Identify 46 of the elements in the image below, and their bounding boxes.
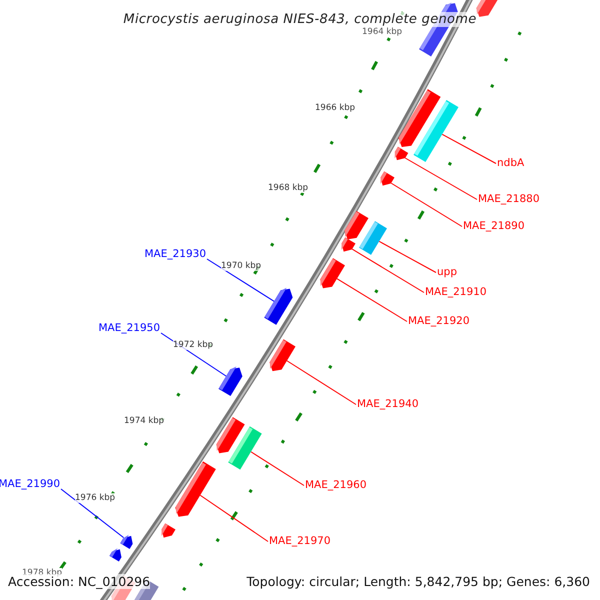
gene-feature — [109, 548, 122, 562]
gene-label: MAE_21890 — [463, 220, 525, 233]
gene-label: MAE_21880 — [478, 193, 540, 206]
position-label: 1974 kbp — [124, 416, 164, 426]
leader-line — [352, 248, 424, 293]
leader-line — [200, 494, 268, 542]
gene-feature — [270, 339, 296, 372]
leader-line — [286, 360, 356, 405]
position-label: 1976 kbp — [75, 493, 116, 503]
position-label: 1966 kbp — [315, 103, 356, 113]
gene-feature — [161, 523, 176, 538]
gene-feature — [414, 100, 458, 162]
gene-feature — [359, 221, 387, 255]
gene-feature — [175, 461, 216, 517]
genome-info-text: Topology: circular; Length: 5,842,795 bp; Genes: 6,360 — [246, 574, 590, 589]
position-label: 1968 kbp — [268, 183, 308, 193]
gene-feature — [380, 171, 394, 186]
gene-feature — [120, 534, 133, 549]
gene-feature — [320, 258, 345, 288]
leader-line — [206, 258, 275, 302]
gene-label: MAE_21970 — [269, 535, 331, 548]
gene-label: MAE_21930 — [144, 248, 206, 261]
position-label: 1964 kbp — [362, 27, 402, 37]
position-label: 1972 kbp — [173, 340, 214, 350]
title: Microcystis aeruginosa NIES-843, complete genome — [123, 12, 477, 27]
gene-feature — [394, 146, 408, 160]
gene-label: ndbA — [497, 157, 524, 170]
gene-feature — [264, 288, 293, 325]
leader-line — [60, 488, 124, 538]
gene-label: MAE_21960 — [305, 479, 367, 492]
position-label: 1970 kbp — [221, 261, 262, 271]
leader-line — [390, 182, 462, 227]
leader-line — [336, 278, 408, 322]
gene-label: MAE_21920 — [408, 315, 470, 328]
gene-feature — [341, 237, 356, 252]
leader-line — [404, 158, 478, 200]
gene-feature — [228, 426, 262, 470]
gene-feature — [218, 366, 242, 396]
leader-line — [250, 451, 304, 486]
gene-feature — [344, 210, 368, 240]
gene-label: MAE_21910 — [425, 286, 487, 299]
gene-label: MAE_21950 — [98, 322, 160, 335]
gene-label: MAE_21940 — [357, 398, 419, 411]
leader-line — [442, 134, 496, 164]
gene-label: upp — [437, 266, 457, 279]
leader-line — [378, 240, 436, 273]
